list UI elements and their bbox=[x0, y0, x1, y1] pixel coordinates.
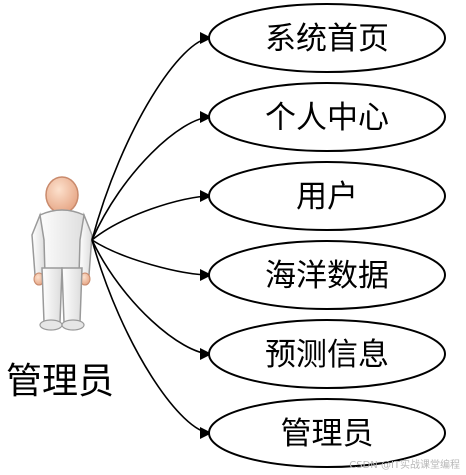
use-case-ellipse bbox=[208, 3, 446, 73]
use-case-label: 个人中心 bbox=[265, 100, 389, 136]
use-case-1: 系统首页 bbox=[208, 3, 446, 73]
actor-person-icon bbox=[31, 176, 93, 331]
use-case-ellipse bbox=[208, 82, 446, 152]
connector-arrow-4 bbox=[91, 239, 212, 281]
watermark: CSDN @IT实战课堂编程 bbox=[349, 460, 460, 471]
connector-arrow-6 bbox=[91, 239, 212, 439]
use-case-label: 海洋数据 bbox=[265, 258, 389, 294]
connector-arrow-5 bbox=[91, 239, 212, 360]
connector-arrow-2 bbox=[91, 111, 212, 241]
connector-arrows bbox=[91, 32, 212, 439]
use-case-label: 预测信息 bbox=[265, 337, 389, 373]
use-case-6: 管理员 bbox=[208, 398, 446, 468]
connector-arrow-3 bbox=[91, 190, 212, 241]
actor-label: 管理员 bbox=[6, 361, 115, 402]
use-case-label: 用户 bbox=[296, 179, 358, 215]
use-case-3: 用户 bbox=[208, 161, 446, 231]
use-case-5: 预测信息 bbox=[208, 319, 446, 389]
use-case-4: 海洋数据 bbox=[208, 240, 446, 310]
use-case-2: 个人中心 bbox=[208, 82, 446, 152]
use-case-ellipse bbox=[208, 398, 446, 468]
use-case-ellipse bbox=[208, 161, 446, 231]
use-case-label: 管理员 bbox=[281, 416, 374, 452]
use-case-ellipse bbox=[208, 240, 446, 310]
use-case-ellipse bbox=[208, 319, 446, 389]
connector-arrow-1 bbox=[91, 32, 212, 241]
use-case-label: 系统首页 bbox=[265, 21, 389, 57]
